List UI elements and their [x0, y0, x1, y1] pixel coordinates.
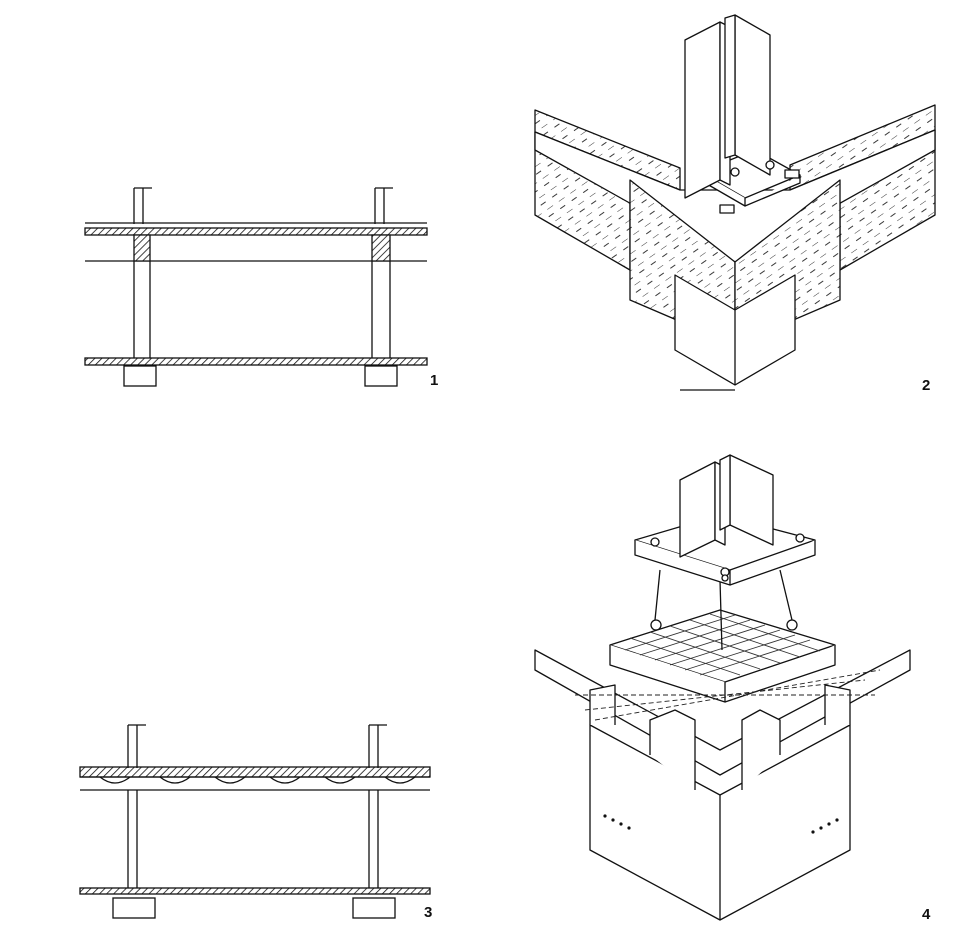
figure-4-number: 4: [922, 906, 931, 923]
figure-3-drawing: [79, 724, 431, 919]
figure-2-column-head-steel-base: 2: [480, 0, 962, 420]
figure-4-drawing: [534, 454, 911, 921]
figure-1-drawing: [84, 187, 428, 387]
figure-3-number: 3: [424, 904, 433, 921]
figure-2-number: 2: [922, 377, 931, 394]
figure-4-reinforcement-cage-column-head: 4: [480, 420, 962, 935]
figure-1-section-solid-slab: 1: [0, 0, 480, 420]
figure-2-drawing: [534, 14, 936, 391]
figure-1-number: 1: [430, 372, 439, 389]
figure-3-section-ribbed-slab: 3: [0, 420, 480, 935]
